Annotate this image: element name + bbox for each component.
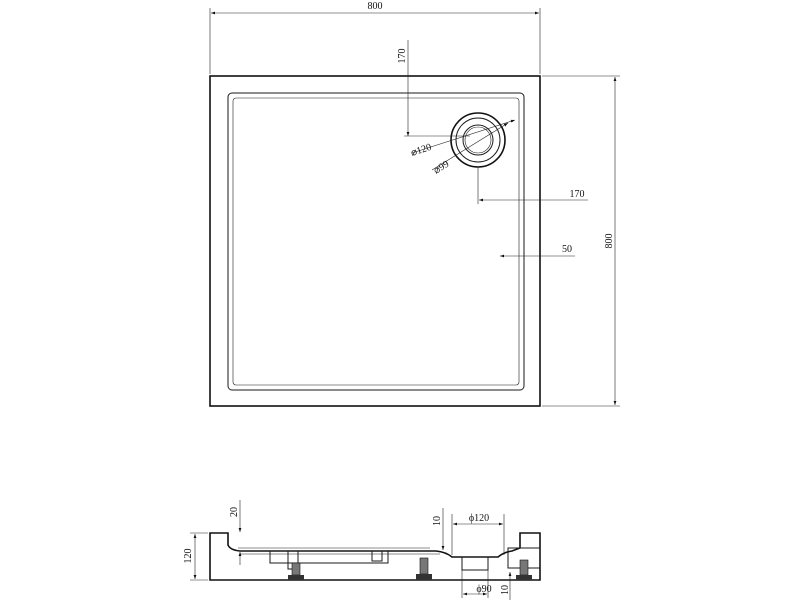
top-view: 800 800 170 170 50 ⌀ [209, 1, 620, 407]
side-view: 120 20 10 ϕ120 ϕ90 1 [183, 500, 541, 600]
dimension-drain-top: 170 [397, 40, 470, 137]
dimension-drain-outer: ϕ120 [451, 513, 505, 555]
drain-pipe-label: ϕ90 [476, 584, 491, 595]
tray-inner-basin [227, 92, 525, 391]
drain-top-label: 170 [397, 49, 408, 64]
total-height-label: 120 [183, 549, 194, 564]
drain-outer-diameter-label: ⌀120 [410, 142, 433, 159]
dimension-drain-pipe: ϕ90 [461, 570, 492, 598]
foot-right-icon [516, 559, 532, 580]
dimension-drain-diameters: ⌀120 ⌀99 [410, 119, 516, 177]
height-label: 800 [604, 234, 615, 249]
foot-middle-icon [416, 557, 432, 580]
tray-inner-rim [232, 97, 520, 386]
rim-label: 50 [562, 244, 572, 255]
dimension-total-height: 120 [183, 532, 208, 581]
dimension-recess-top: 10 [432, 508, 445, 550]
rim-step-label: 20 [229, 507, 240, 517]
dimension-recess-bottom: 10 [500, 572, 512, 600]
drain-body [461, 556, 489, 571]
support-frame-left [269, 550, 389, 564]
drain-outer-label: ϕ120 [469, 513, 489, 524]
support-block-mid [371, 550, 383, 562]
recess-bottom-label: 10 [500, 585, 511, 595]
tray-profile [209, 532, 541, 581]
dimension-drain-side: 170 [477, 167, 588, 204]
recess-top-label: 10 [432, 516, 443, 526]
width-label: 800 [368, 1, 383, 12]
dimension-rim: 50 [500, 244, 575, 258]
foot-left-icon [288, 562, 304, 580]
drain-inner-diameter-label: ⌀99 [432, 159, 451, 177]
tray-outer-edge [209, 75, 541, 407]
dimension-width: 800 [209, 1, 541, 74]
dimension-rim-step: 20 [229, 500, 242, 565]
drain-side-label: 170 [570, 189, 585, 200]
drain-icon [450, 112, 506, 168]
dimension-height: 800 [542, 75, 620, 407]
